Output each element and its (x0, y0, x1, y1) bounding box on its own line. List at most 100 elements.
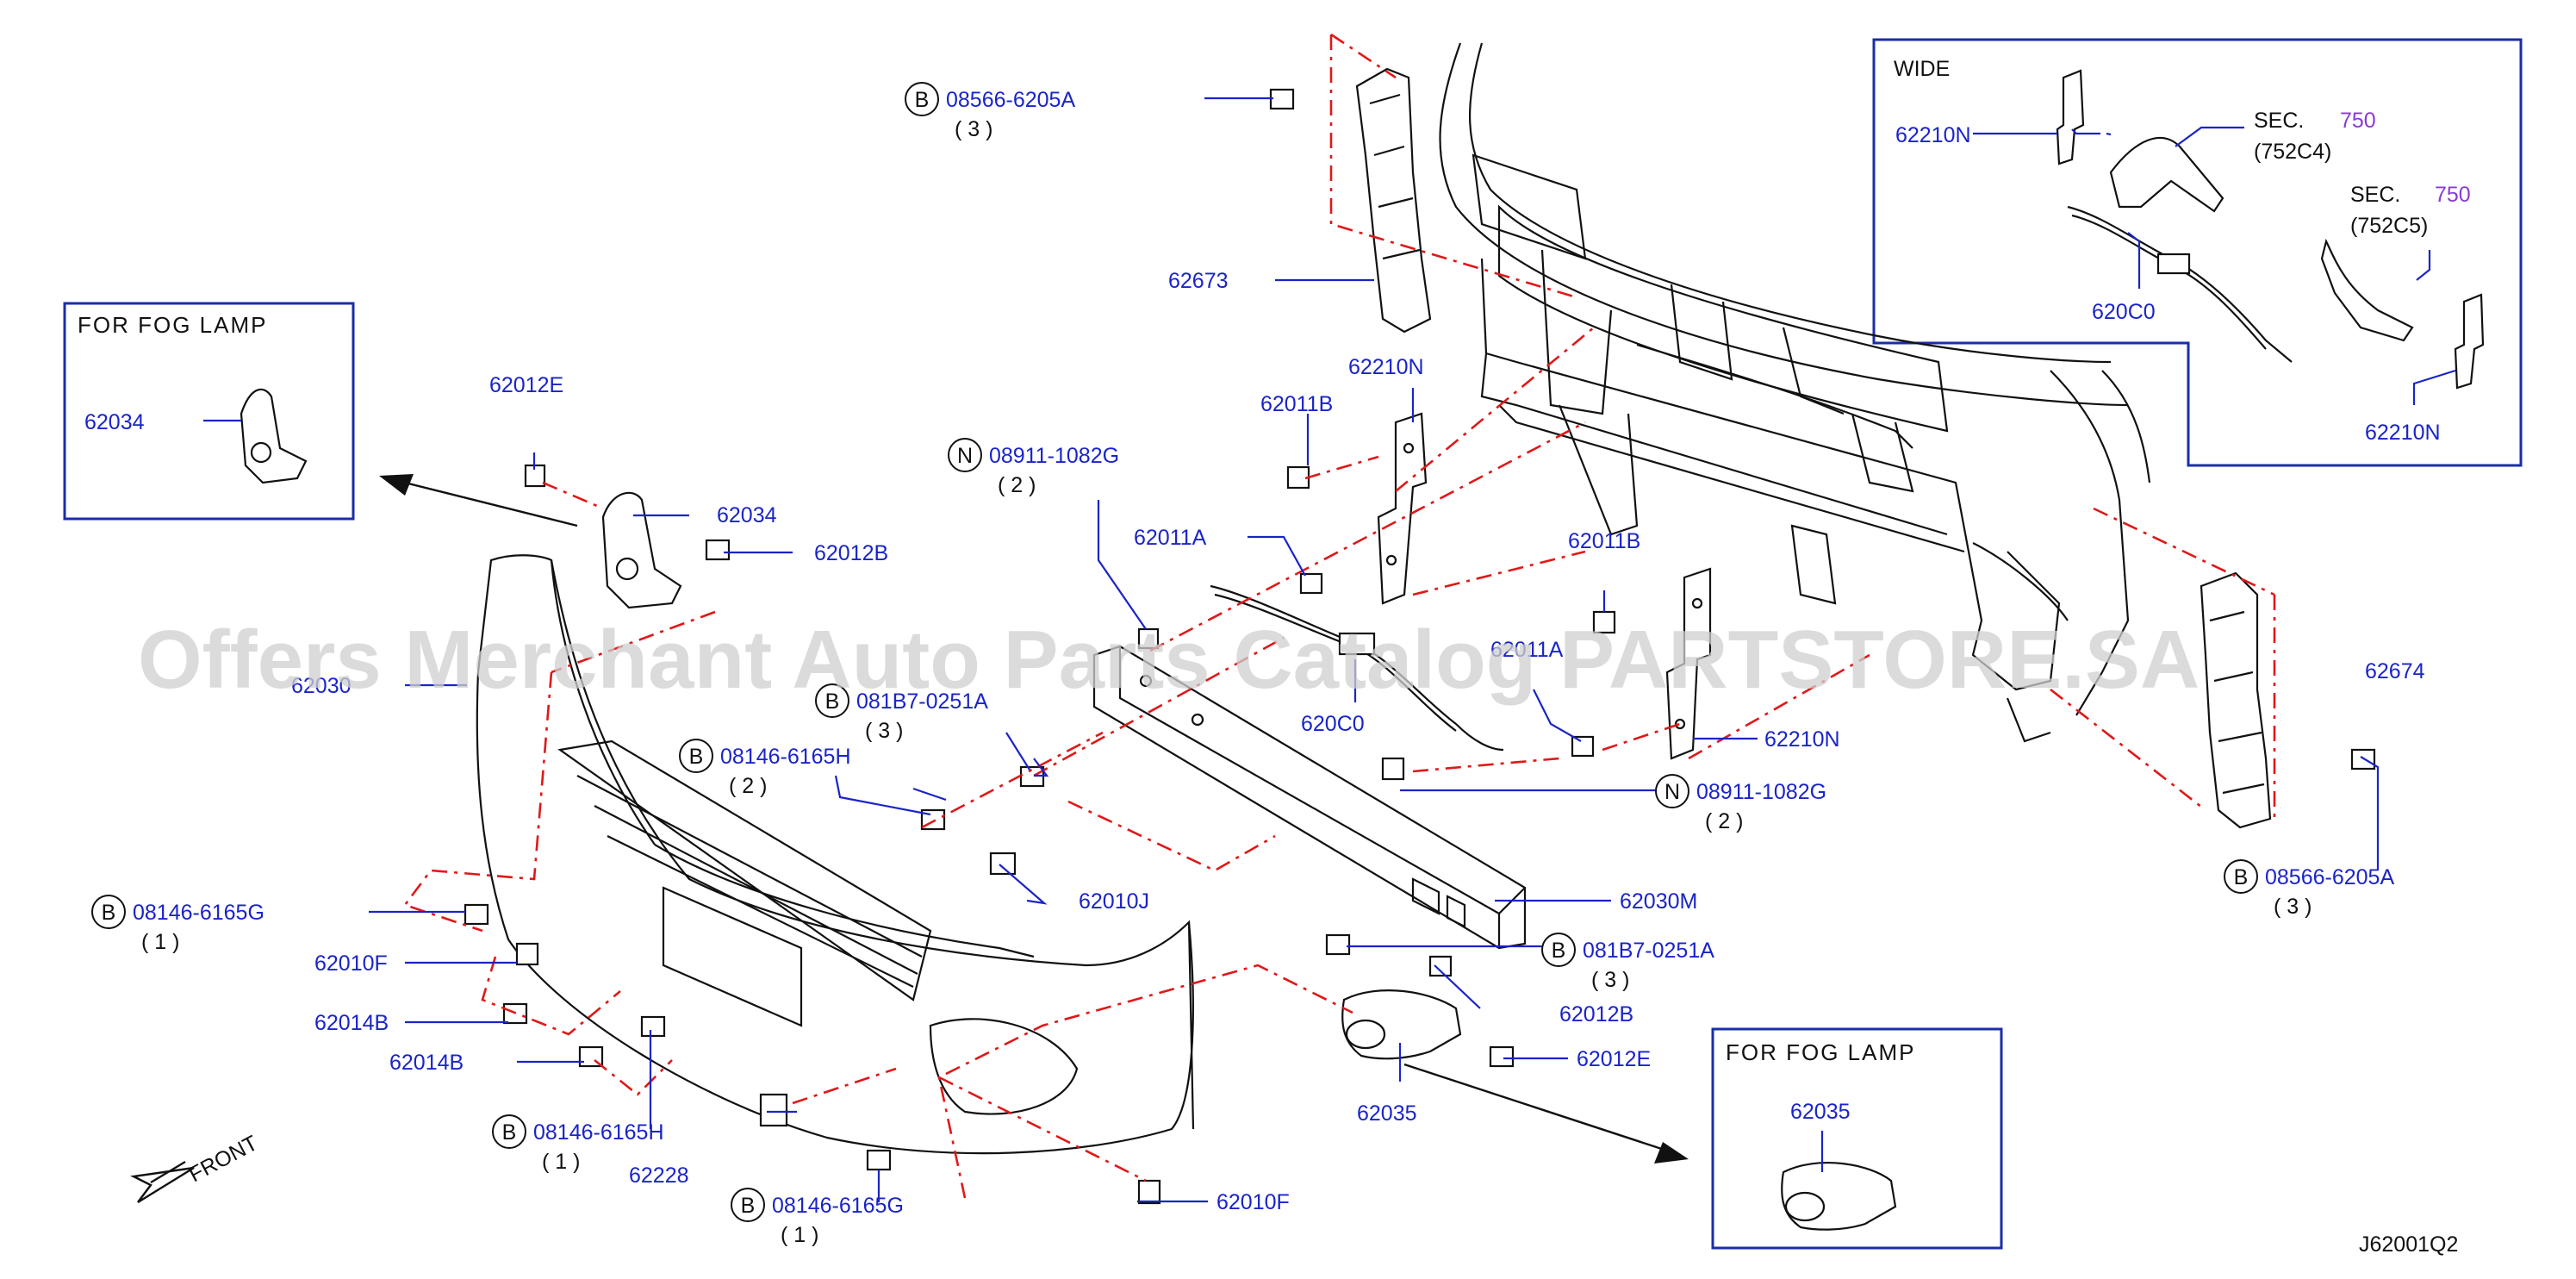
front-label: FRONT (185, 1131, 262, 1187)
wide-box-title: WIDE (1894, 57, 1950, 81)
bolt-icon (1325, 933, 1351, 956)
vehicle-body-frame (1439, 42, 2151, 743)
callout-code: 081B7-0251A (856, 689, 988, 714)
callout-code: 08911-1082G (1696, 780, 1826, 804)
part-label: 62210N (1895, 123, 1971, 147)
clip-icon (1428, 955, 1453, 977)
badge-letter: N (1664, 780, 1680, 804)
part-label: 62210N (1764, 727, 1840, 752)
part-label: 62030M (1620, 889, 1697, 914)
part-label: 62673 (1168, 269, 1229, 293)
bolt-icon (1299, 572, 1323, 595)
part-label: 62674 (2365, 659, 2425, 683)
part-label: 62012E (489, 373, 563, 397)
bracket-62210N-right (1665, 567, 1712, 760)
fog-bracket-62034-inset (240, 388, 308, 484)
badge-letter: B (689, 745, 704, 769)
section-ref-number: 750 (2340, 109, 2376, 133)
section-ref: SEC. (2254, 109, 2304, 133)
callout-code: 08566-6205A (2265, 865, 2394, 889)
badge-letter: B (2234, 865, 2249, 889)
nut-icon (1381, 757, 1405, 781)
badge-letter: B (825, 689, 840, 714)
fog-lamp-box-left-title: FOR FOG LAMP (78, 312, 267, 338)
bolt-icon (1571, 735, 1595, 758)
bracket-62210N-center (1377, 412, 1428, 605)
part-label: 62012B (814, 541, 888, 565)
section-ref-sub: (752C4) (2254, 140, 2331, 164)
part-labels: 62673 62210N 62011B 62011A 62012E 62034 … (291, 269, 2425, 1214)
part-label: 62011A (1490, 638, 1564, 662)
callout-qty: ( 1 ) (141, 930, 179, 954)
part-label: 62034 (717, 503, 777, 527)
harness-620C0 (1210, 584, 1504, 752)
callout-code: 08146-6165H (533, 1120, 664, 1145)
callout-qty: ( 1 ) (781, 1223, 818, 1247)
badge-letter: B (1552, 939, 1566, 963)
part-label: 62035 (1357, 1101, 1417, 1126)
bolt-icon (640, 1015, 666, 1038)
wide-box (1872, 38, 2523, 467)
badge-letter: N (957, 444, 973, 468)
bracket-62674 (2200, 571, 2272, 829)
bolt-icon (866, 1149, 892, 1171)
bolt-icon (464, 903, 489, 926)
part-label: 62014B (314, 1011, 389, 1035)
leader-lines (203, 97, 2456, 1203)
fog-lamp-box-right-title: FOR FOG LAMP (1726, 1039, 1915, 1065)
callout-qty: ( 2 ) (729, 774, 767, 798)
direction-arrows (130, 474, 1689, 1204)
section-ref: SEC. (2350, 183, 2400, 207)
part-label: 62210N (1348, 355, 1424, 379)
part-label: 62012E (1577, 1047, 1651, 1071)
callout-badges (91, 82, 2258, 1222)
bumper-fascia-62030 (476, 554, 1195, 1155)
part-label: 62034 (84, 410, 145, 434)
part-label: 62228 (629, 1164, 689, 1188)
part-label: 62035 (1790, 1100, 1851, 1124)
assembly-lines (402, 33, 2276, 1199)
wide-inset-parts (2056, 69, 2485, 390)
callout-badge-letters: B N B B B N B B B B (102, 88, 2249, 1218)
callout-code: 08146-6165H (720, 745, 851, 769)
part-label: 62011B (1260, 392, 1333, 416)
clip-icon (989, 852, 1017, 876)
fog-bracket-62035-inset (1781, 1162, 1897, 1231)
bracket-62673 (1355, 67, 1432, 334)
part-label: 62012B (1559, 1002, 1633, 1026)
fog-lamp-box-right (1711, 1027, 2003, 1250)
callout-qty: ( 2 ) (998, 473, 1036, 497)
badge-letter: B (915, 88, 930, 112)
part-label: 620C0 (1301, 712, 1365, 736)
callout-qty: ( 3 ) (865, 719, 903, 743)
bolt-icon (1269, 88, 1295, 110)
callout-codes: 08566-6205A ( 3 ) 08911-1082G ( 2 ) 081B… (133, 88, 2394, 1247)
inset-labels: FOR FOG LAMP 62034 FOR FOG LAMP 62035 WI… (78, 57, 2471, 1124)
callout-code: 08146-6165G (133, 901, 264, 925)
callout-code: 081B7-0251A (1583, 939, 1714, 963)
part-label: 620C0 (2092, 300, 2156, 324)
watermark: Offers Merchant Auto Parts Catalog PARTS… (138, 614, 2200, 706)
bolt-icon (1137, 1179, 1161, 1205)
part-label: 62010F (314, 951, 388, 976)
section-ref-sub: (752C5) (2350, 214, 2428, 238)
part-label: 62014B (389, 1051, 464, 1075)
cover-icon (759, 1093, 788, 1127)
clip-icon (1137, 627, 1160, 650)
callout-code: 08566-6205A (946, 88, 1075, 112)
fog-lamp-box-left (63, 302, 355, 521)
bolt-icon (1489, 1045, 1515, 1068)
badge-letter: B (102, 901, 116, 925)
badge-letter: B (741, 1194, 756, 1218)
clip-icon (705, 539, 731, 561)
callout-code: 08146-6165G (772, 1194, 904, 1218)
part-label: 62011B (1568, 529, 1640, 553)
fog-bracket-62034 (601, 491, 682, 609)
part-label: 62030 (291, 674, 352, 698)
part-label: 62010F (1216, 1190, 1290, 1214)
fog-bracket-62035 (1341, 989, 1462, 1060)
part-label: 62210N (2365, 421, 2441, 445)
callout-qty: ( 3 ) (2274, 895, 2312, 919)
